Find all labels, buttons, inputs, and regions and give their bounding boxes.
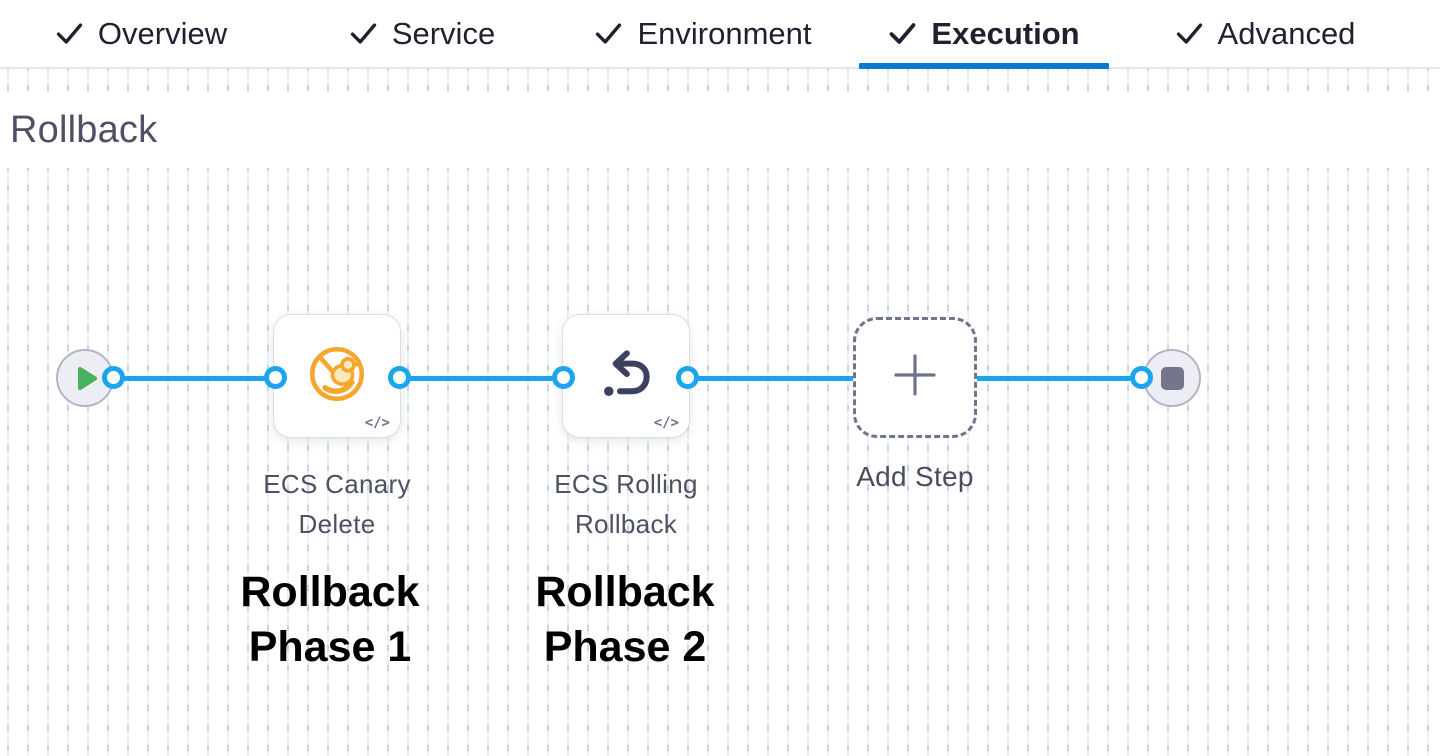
connector-port xyxy=(552,366,575,389)
connector-port xyxy=(102,366,125,389)
check-icon xyxy=(1174,18,1205,49)
check-icon xyxy=(54,18,85,49)
canary-delete-icon xyxy=(304,341,370,412)
check-icon xyxy=(348,18,379,49)
tab-label: Environment xyxy=(637,15,812,51)
check-icon xyxy=(593,18,624,49)
stage-config-tabbar: Overview Service Environment Execution xyxy=(0,0,1440,69)
tab-label: Execution xyxy=(931,15,1080,51)
code-icon: </> xyxy=(653,415,679,431)
add-step-button[interactable] xyxy=(853,317,977,438)
connector-port xyxy=(388,366,411,389)
tab-label: Service xyxy=(391,15,496,51)
connector-port xyxy=(1130,366,1153,389)
tab-advanced[interactable]: Advanced xyxy=(1124,0,1405,67)
stage-title: Rollback xyxy=(10,108,158,151)
tab-label: Overview xyxy=(97,15,228,51)
annotation-rollback-phase-1: Rollback Phase 1 xyxy=(240,568,420,671)
plus-icon xyxy=(891,351,939,404)
play-icon xyxy=(72,366,98,391)
connector-port xyxy=(264,366,287,389)
step-name-ecs-rolling-rollback: ECS Rolling Rollback xyxy=(554,469,698,539)
step-node-ecs-canary-delete[interactable]: </> xyxy=(273,314,401,438)
pipeline-canvas[interactable] xyxy=(0,69,1440,756)
annotation-rollback-phase-2: Rollback Phase 2 xyxy=(535,568,715,671)
stop-icon xyxy=(1160,366,1184,390)
rolling-rollback-icon xyxy=(595,343,657,410)
tab-environment[interactable]: Environment xyxy=(562,0,843,67)
stage-header: Rollback xyxy=(0,92,1440,168)
tab-label: Advanced xyxy=(1217,15,1356,51)
tab-overview[interactable]: Overview xyxy=(0,0,281,67)
active-tab-underline xyxy=(858,63,1109,69)
check-icon xyxy=(887,18,918,49)
tab-service[interactable]: Service xyxy=(281,0,562,67)
tab-execution[interactable]: Execution xyxy=(843,0,1124,69)
add-step-label: Add Step xyxy=(856,461,974,492)
code-icon: </> xyxy=(364,415,390,431)
connector-port xyxy=(676,366,699,389)
step-node-ecs-rolling-rollback[interactable]: </> xyxy=(562,314,690,438)
step-name-ecs-canary-delete: ECS Canary Delete xyxy=(263,469,411,539)
